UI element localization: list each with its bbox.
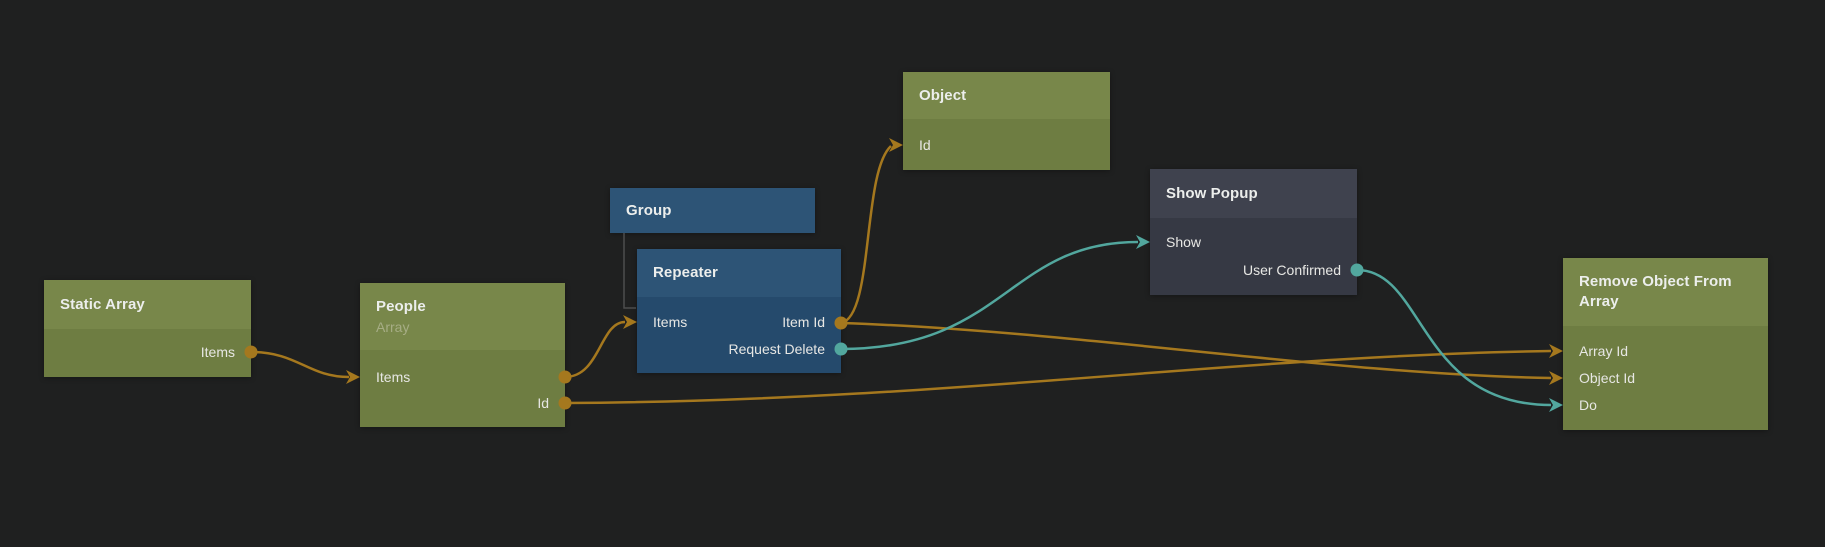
node-title: Remove Object From Array bbox=[1579, 273, 1732, 310]
output-port-people-Id[interactable] bbox=[558, 396, 572, 410]
node-title: Object bbox=[919, 86, 967, 104]
wire-repeater.Request Delete-to-show-popup.Show[interactable] bbox=[840, 240, 1139, 351]
node-header[interactable]: Static Array bbox=[44, 280, 251, 329]
output-port-label[interactable]: Item Id bbox=[782, 314, 825, 330]
output-port-label[interactable]: Id bbox=[537, 395, 549, 411]
output-port-repeater-Item Id[interactable] bbox=[834, 316, 848, 330]
input-port-label[interactable]: Items bbox=[653, 314, 688, 330]
node-group[interactable]: Group bbox=[610, 188, 815, 233]
wire-show-popup.User Confirmed-to-remove-object-from-array.Do[interactable] bbox=[1356, 268, 1552, 407]
input-port-people-Items[interactable] bbox=[346, 370, 360, 384]
input-port-label[interactable]: Id bbox=[919, 137, 931, 153]
input-port-label[interactable]: Array Id bbox=[1579, 343, 1629, 359]
input-port-label[interactable]: Object Id bbox=[1579, 370, 1636, 386]
wire-people.Id-to-remove-object-from-array.Array Id[interactable] bbox=[564, 349, 1552, 405]
wire-people.Items-to-repeater.Items[interactable] bbox=[564, 320, 626, 379]
input-port-object-Id[interactable] bbox=[889, 138, 903, 152]
output-port-label[interactable]: Items bbox=[200, 344, 235, 360]
node-title: Group bbox=[626, 201, 672, 219]
input-port-remove-object-from-array-Array Id[interactable] bbox=[1549, 344, 1563, 358]
node-header[interactable]: Object bbox=[903, 72, 1110, 119]
output-port-show-popup-User Confirmed[interactable] bbox=[1350, 263, 1364, 277]
input-port-label[interactable]: Do bbox=[1579, 397, 1597, 413]
node-subtitle: Array bbox=[376, 318, 410, 335]
wire-repeater.Item Id-to-remove-object-from-array.Object Id[interactable] bbox=[840, 321, 1552, 380]
input-port-repeater-Items[interactable] bbox=[623, 315, 637, 329]
node-header[interactable]: Show Popup bbox=[1150, 169, 1357, 218]
input-port-show-popup-Show[interactable] bbox=[1136, 235, 1150, 249]
hierarchy-line-group-to-repeater bbox=[623, 233, 636, 309]
node-title: Static Array bbox=[60, 295, 145, 313]
input-port-remove-object-from-array-Object Id[interactable] bbox=[1549, 371, 1563, 385]
output-port-repeater-Request Delete[interactable] bbox=[834, 342, 848, 356]
wire-repeater.Item Id-to-object.Id[interactable] bbox=[840, 145, 892, 325]
wire-static-array.Items-to-people.Items[interactable] bbox=[250, 350, 350, 379]
output-port-people-Items[interactable] bbox=[558, 370, 572, 384]
node-title: Show Popup bbox=[1166, 184, 1258, 202]
node-header[interactable]: Repeater bbox=[637, 249, 841, 297]
input-port-label[interactable]: Items bbox=[376, 369, 411, 385]
node-header[interactable]: Group bbox=[610, 188, 815, 233]
input-port-remove-object-from-array-Do[interactable] bbox=[1549, 398, 1563, 412]
node-title: People bbox=[376, 297, 426, 315]
output-port-static-array-Items[interactable] bbox=[244, 345, 258, 359]
output-port-label[interactable]: Request Delete bbox=[728, 341, 825, 357]
node-title: Repeater bbox=[653, 264, 718, 281]
input-port-label[interactable]: Show bbox=[1166, 234, 1202, 250]
node-header[interactable]: Remove Object From Array bbox=[1563, 258, 1768, 326]
output-port-label[interactable]: User Confirmed bbox=[1242, 262, 1341, 278]
